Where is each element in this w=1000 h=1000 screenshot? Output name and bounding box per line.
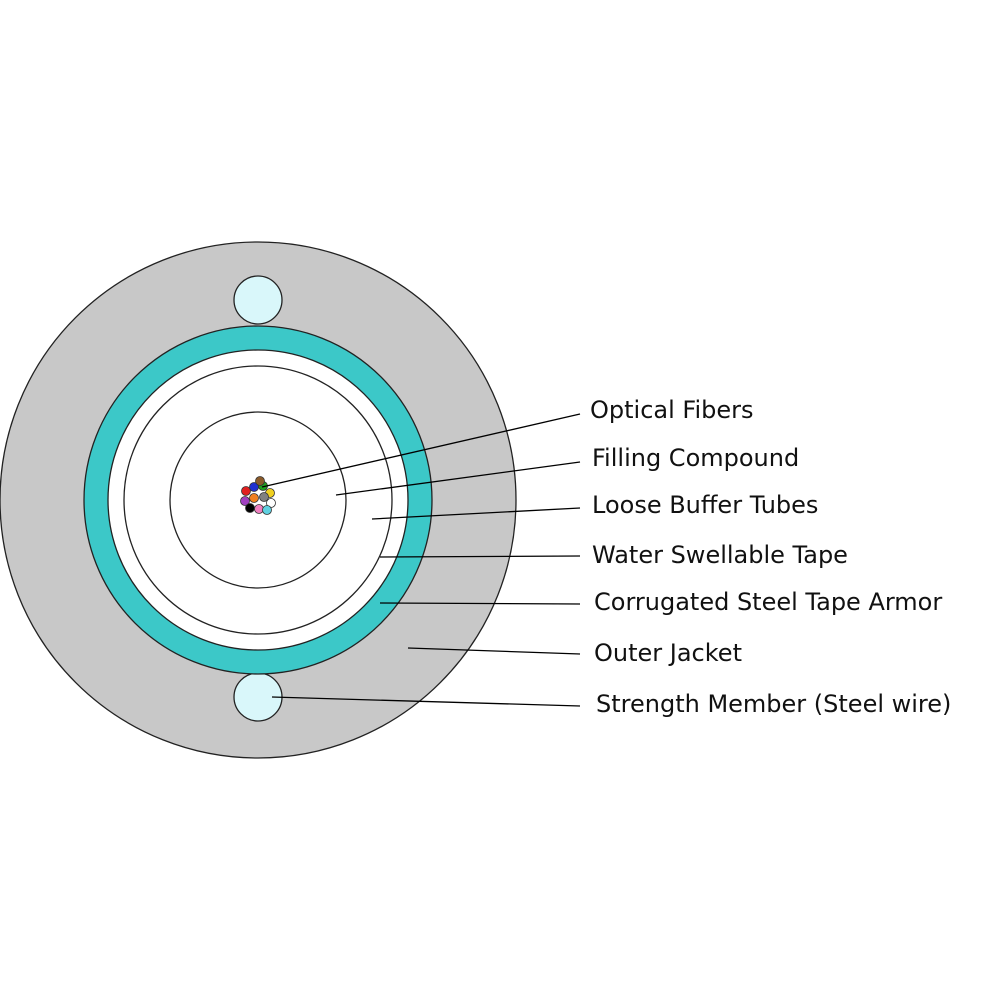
- leader-line-filling-compound: [335, 461, 581, 496]
- label-strength-member: Strength Member (Steel wire): [596, 690, 951, 718]
- label-loose-buffer-tubes: Loose Buffer Tubes: [592, 491, 818, 519]
- leader-line-corrugated-steel-tape-armor: [379, 602, 581, 605]
- optical-fiber: [245, 503, 255, 513]
- leader-line-outer-jacket: [407, 647, 581, 655]
- leader-line-optical-fibers: [261, 413, 581, 488]
- optical-fiber: [240, 496, 250, 506]
- label-corrugated-steel-tape-armor: Corrugated Steel Tape Armor: [594, 588, 942, 616]
- label-optical-fibers: Optical Fibers: [590, 396, 754, 424]
- leader-line-loose-buffer-tubes: [371, 507, 581, 520]
- optical-fiber: [255, 476, 265, 486]
- leader-line-water-swellable-tape: [379, 555, 581, 558]
- optical-fiber: [259, 492, 269, 502]
- leader-line-strength-member: [271, 696, 581, 707]
- optical-fiber: [262, 505, 272, 515]
- strength-member-top: [233, 275, 283, 325]
- optical-fiber-bundle: [240, 476, 276, 515]
- optical-fiber: [241, 486, 251, 496]
- label-filling-compound: Filling Compound: [592, 444, 799, 472]
- label-outer-jacket: Outer Jacket: [594, 639, 742, 667]
- label-water-swellable-tape: Water Swellable Tape: [592, 541, 848, 569]
- optical-fiber: [249, 493, 259, 503]
- optical-fiber: [254, 504, 264, 514]
